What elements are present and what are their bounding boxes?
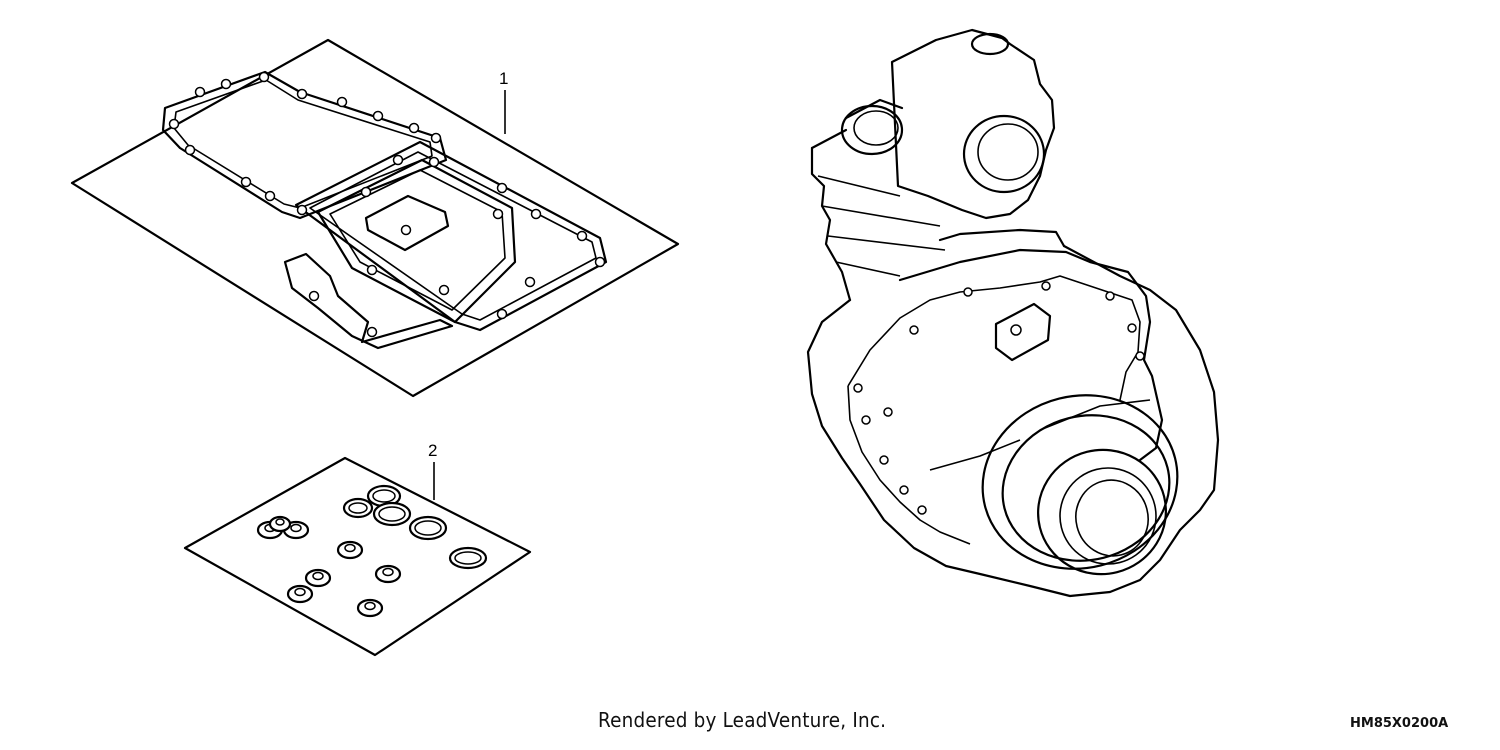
callout-2[interactable]: 2 — [428, 441, 437, 460]
footer-credit: Rendered by LeadVenture, Inc. — [598, 708, 887, 732]
gasket-kit-a-illustration[interactable] — [70, 38, 680, 398]
gasket-kit-b-illustration[interactable] — [183, 456, 532, 657]
engine-illustration — [806, 28, 1220, 598]
callout-1[interactable]: 1 — [499, 69, 508, 88]
diagram-code: HM85X0200A — [1350, 716, 1449, 731]
